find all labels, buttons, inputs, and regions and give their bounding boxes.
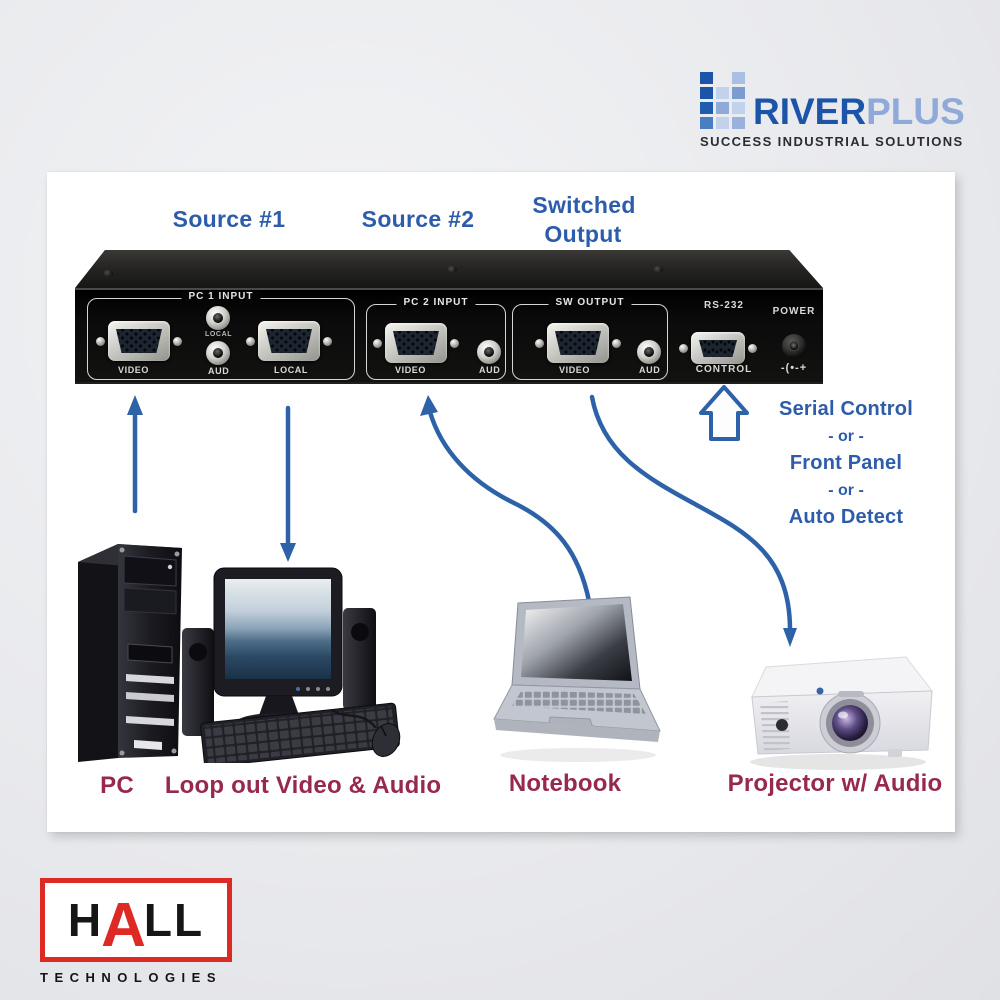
cd-bay <box>123 555 177 587</box>
screw-hole-icon <box>450 338 459 348</box>
pc1-local-label: LOCAL <box>274 365 308 375</box>
ir-sensor <box>776 719 788 731</box>
screw-hole-icon <box>246 336 255 346</box>
drive-bay <box>123 587 177 615</box>
screw-hole-icon <box>323 336 332 346</box>
screw-hole-icon <box>173 336 182 346</box>
db9-port-control <box>679 332 757 364</box>
pc2-input-title: PC 2 INPUT <box>396 297 476 308</box>
keyboard <box>200 702 400 763</box>
projector-illustration <box>750 656 933 770</box>
vga-port-pc1-local <box>246 321 332 361</box>
riverplus-logo-squares-icon <box>700 72 745 129</box>
rs232-title: RS-232 <box>704 300 744 311</box>
screw-hole-icon <box>612 338 621 348</box>
screw-icon <box>653 266 663 273</box>
switcher-device-top-face <box>75 250 823 288</box>
screw-icon <box>103 270 113 277</box>
vga-port-pc1-video <box>96 321 182 361</box>
pc1-local-jack-label: LOCAL <box>205 331 233 338</box>
laptop-front-edge <box>494 719 660 742</box>
screw-hole-icon <box>748 343 757 353</box>
tower-side <box>78 544 118 762</box>
caption-projector: Projector w/ Audio <box>727 770 943 797</box>
mouse <box>371 723 401 757</box>
control-note-line: Front Panel <box>789 452 903 474</box>
hall-logo-box: H A LL <box>40 878 232 962</box>
audio-jack-sw-aud <box>637 340 661 364</box>
riverplus-word-plus: PLUS <box>866 90 965 132</box>
screw-hole-icon <box>96 336 105 346</box>
screw-hole-icon <box>535 338 544 348</box>
desktop-computer-illustration <box>182 567 401 763</box>
led-icon <box>167 564 173 570</box>
pc2-video-label: VIDEO <box>395 365 427 375</box>
mouse-cable <box>331 708 377 729</box>
pc1-aud-label: AUD <box>208 366 230 376</box>
vga-port-sw-video <box>535 323 621 363</box>
switched-output-label-line1: Switched <box>532 192 636 218</box>
caption-notebook: Notebook <box>508 770 622 797</box>
monitor-screen <box>225 579 331 679</box>
source1-label: Source #1 <box>172 206 286 232</box>
control-note: Serial Control - or - Front Panel - or -… <box>757 398 935 536</box>
vent-slot <box>134 740 162 750</box>
control-note-line: - or - <box>828 428 864 445</box>
projector-vents <box>760 701 790 751</box>
hall-letter-a: A <box>101 890 146 960</box>
power-polarity-icon: -(•-+ <box>780 362 808 374</box>
caption-pc: PC <box>100 772 134 799</box>
audio-jack-pc1-local <box>206 306 230 330</box>
control-label: CONTROL <box>695 364 753 375</box>
vent-slot <box>126 674 174 684</box>
hall-letter-h: H <box>67 894 104 946</box>
pc-tower-illustration <box>78 544 182 762</box>
section-pc2-input: PC 2 INPUT VIDEO AUD <box>366 297 506 380</box>
vent-slot <box>126 692 174 702</box>
screw-hole-icon <box>679 343 688 353</box>
vent-slot <box>126 716 174 726</box>
section-sw-output: SW OUTPUT VIDEO AUD <box>512 297 668 380</box>
power-label: POWER <box>772 306 816 317</box>
riverplus-wordmark: RIVERPLUS <box>753 90 965 132</box>
lens-glass <box>832 705 868 741</box>
switcher-device-front-panel: PC 1 INPUT VIDEO LOCAL AUD LOCAL PC 2 IN… <box>75 288 823 384</box>
hall-logo-sub: TECHNOLOGIES <box>40 970 223 985</box>
screw-hole-icon <box>373 338 382 348</box>
switched-output-label-line2: Output <box>544 221 622 247</box>
notebook-illustration <box>493 596 661 762</box>
section-pc1-input: PC 1 INPUT VIDEO LOCAL AUD LOCAL <box>87 291 355 380</box>
pc1-video-label: VIDEO <box>118 365 150 375</box>
audio-jack-pc1-aud <box>206 341 230 365</box>
front-panel-display <box>127 643 173 664</box>
source2-label: Source #2 <box>361 206 475 232</box>
sw-video-label: VIDEO <box>559 365 591 375</box>
monitor-stand <box>258 696 300 718</box>
vga-port-pc2-video <box>373 323 459 363</box>
control-note-line: Serial Control <box>779 398 913 420</box>
riverplus-logo: RIVERPLUS SUCCESS INDUSTRIAL SOLUTIONS <box>700 72 965 149</box>
riverplus-word-river: RIVER <box>753 90 867 132</box>
sw-aud-label: AUD <box>639 365 661 375</box>
laptop-keyboard <box>512 690 646 714</box>
screw-icon <box>447 266 457 273</box>
riverplus-tagline: SUCCESS INDUSTRIAL SOLUTIONS <box>700 134 964 149</box>
hall-logo: H A LL TECHNOLOGIES <box>40 878 240 985</box>
focus-knob <box>816 687 824 695</box>
sw-output-title: SW OUTPUT <box>548 297 632 308</box>
caption-loopout: Loop out Video & Audio <box>164 772 442 799</box>
dc-power-jack <box>782 334 806 358</box>
control-note-line: Auto Detect <box>788 506 904 528</box>
laptop-screen <box>521 604 632 681</box>
hall-letters-ll: LL <box>143 894 205 946</box>
pc1-input-title: PC 1 INPUT <box>181 291 261 302</box>
control-note-line: - or - <box>828 482 864 499</box>
pc2-aud-label: AUD <box>479 365 501 375</box>
audio-jack-pc2-aud <box>477 340 501 364</box>
